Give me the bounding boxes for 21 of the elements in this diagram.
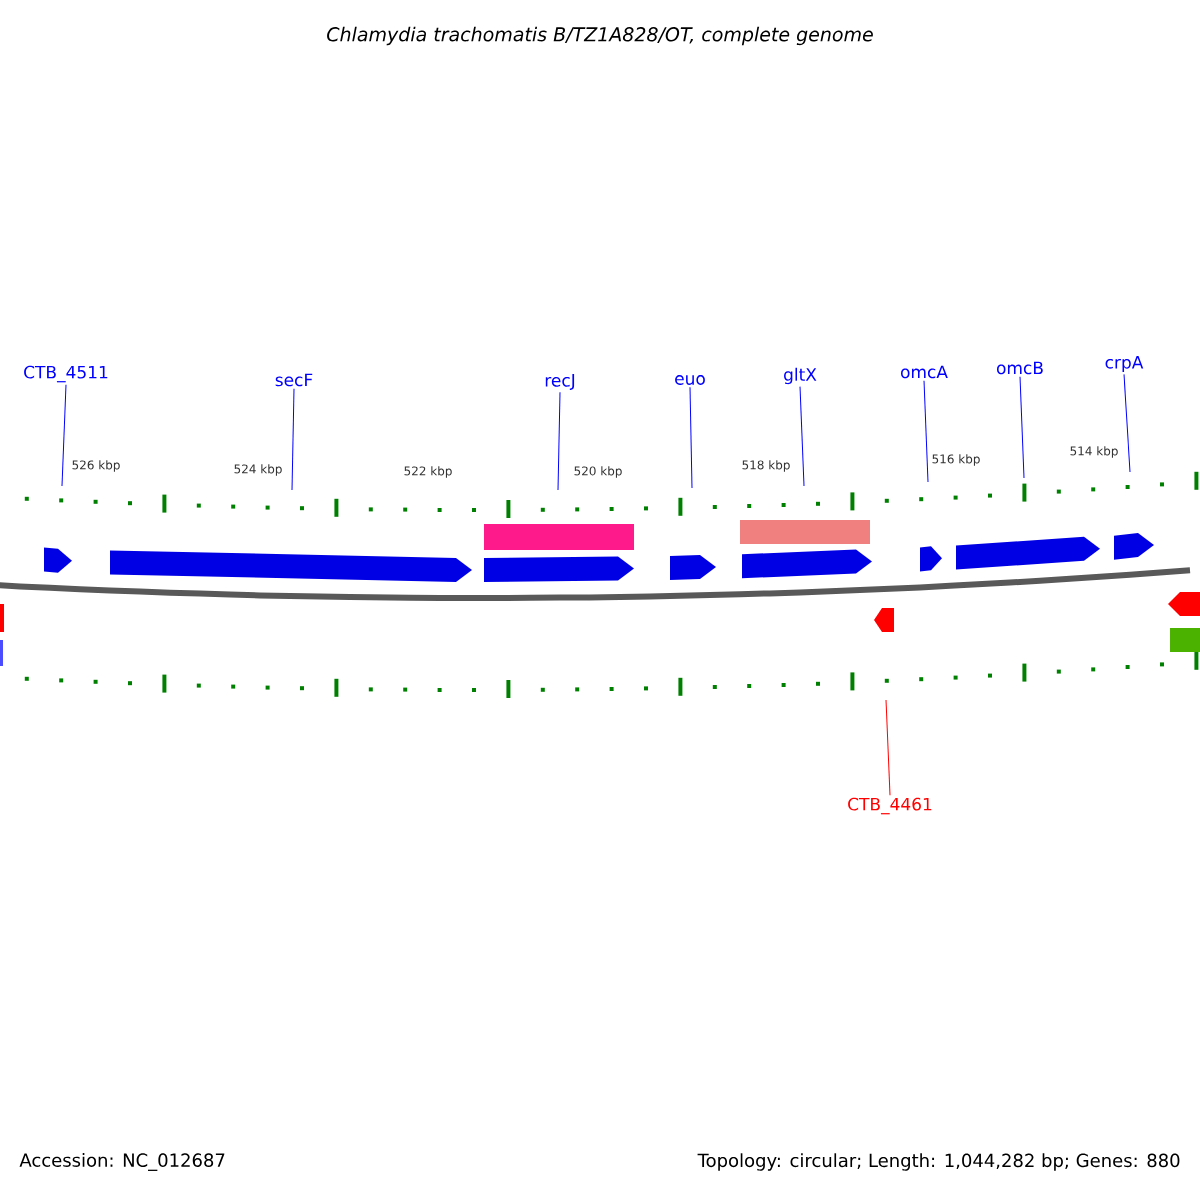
accession-text: Accession: NC_012687 [19,1153,225,1171]
leader-line [1123,373,1131,473]
gene-label: euo [675,375,705,385]
gene-label: gltX [784,367,817,385]
gene-label: omcB [996,361,1043,375]
leader-line [1019,376,1025,479]
genome-info-text: Topology: circular; Length: 1,044,282 bp; Genes: 880 [697,1153,1180,1171]
gene-label: CTB_4511 [24,365,108,383]
gene-label: recJ [545,374,575,390]
gene-label: omcA [901,365,948,379]
leader-line [689,386,693,489]
title: Chlamydia trachomatis B/TZ1A828/OT, complete genome [327,26,873,46]
leader-line [885,699,891,796]
leader-line [61,384,67,487]
gene-label: secF [275,373,313,387]
leader-line [923,380,929,483]
leader-line [799,386,805,487]
gene-label: crpA [1105,356,1144,372]
leader-line [291,388,295,491]
leader-line [557,391,561,491]
gene-label: CTB_4461 [848,797,932,815]
